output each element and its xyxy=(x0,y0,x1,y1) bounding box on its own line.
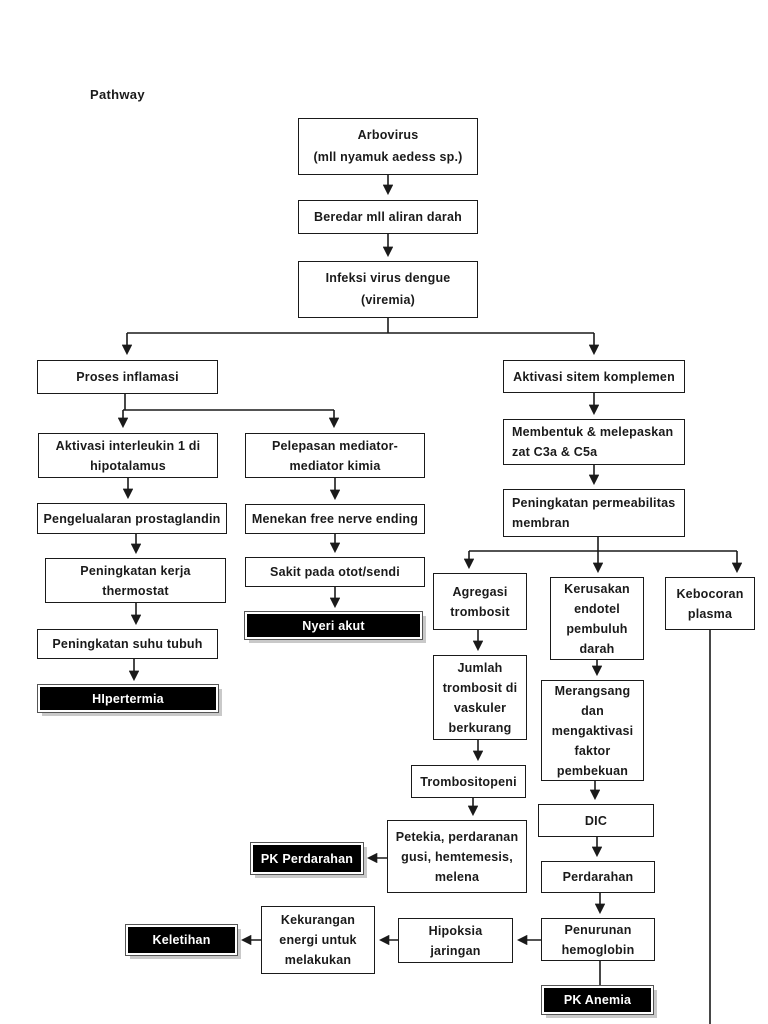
node-label-line: Aktivasi interleukin 1 di xyxy=(55,438,201,453)
node-label-line: Keletihan xyxy=(152,933,211,947)
node-label-line: Kekurangan xyxy=(280,913,356,927)
node-label-line: energi untuk xyxy=(279,933,357,947)
node-label-line: membran xyxy=(512,516,570,530)
node-label-line: Sakit pada otot/sendi xyxy=(270,565,400,579)
node-label-line: Arbovirus xyxy=(357,127,419,142)
node-label-line: Trombositopeni xyxy=(420,774,517,789)
node-label-line: Pengelualaran prostaglandin xyxy=(43,511,221,526)
node-nyeri-akut: Nyeri akut xyxy=(245,612,422,639)
node-label-line: PK Perdarahan xyxy=(260,851,354,866)
node-label-line: DIC xyxy=(584,813,608,828)
node-sakit-otot: Sakit pada otot/sendi xyxy=(245,557,425,587)
node-menekan-free-nerve: Menekan free nerve ending xyxy=(245,504,425,534)
node-infeksi: Infeksi virus dengue (viremia) xyxy=(298,261,478,318)
node-hipertermia: HIpertermia xyxy=(38,685,218,712)
node-pengeluaran-prostaglandin: Pengelualaran prostaglandin xyxy=(37,503,227,534)
node-label-line: Aktivasi sitem komplemen xyxy=(513,369,675,384)
node-merangsang-faktor: Merangsang dan mengaktivasi faktor pembe… xyxy=(541,680,644,781)
node-peningkatan-kerja-thermostat: Peningkatan kerja thermostat xyxy=(45,558,226,603)
node-peningkatan-permeabilitas: Peningkatan permeabilitas membran xyxy=(503,489,685,537)
node-label-line: PK Anemia xyxy=(563,993,632,1007)
node-kekurangan-energi: Kekurangan energi untuk melakukan xyxy=(261,906,375,974)
node-label-line: pembekuan xyxy=(556,763,629,778)
node-aktivasi-komplemen: Aktivasi sitem komplemen xyxy=(503,360,685,393)
node-label-line: vaskuler xyxy=(453,700,507,715)
node-label-line: melena xyxy=(434,869,480,884)
node-label-line: hipotalamus xyxy=(90,458,166,473)
node-agregasi-trombosit: Agregasi trombosit xyxy=(433,573,527,630)
node-label-line: HIpertermia xyxy=(92,691,164,706)
node-label-line: endotel xyxy=(574,601,620,616)
node-pk-anemia: PK Anemia xyxy=(542,986,653,1014)
node-penurunan-hemoglobin: Penurunan hemoglobin xyxy=(541,918,655,961)
node-kebocoran-plasma: Kebocoran plasma xyxy=(665,577,755,630)
node-label-line: Infeksi virus dengue xyxy=(325,270,451,285)
node-label-line: faktor xyxy=(574,743,611,758)
node-label-line: thermostat xyxy=(102,583,169,598)
node-hipoksia-jaringan: Hipoksia jaringan xyxy=(398,918,513,963)
node-proses-inflamasi: Proses inflamasi xyxy=(37,360,218,394)
node-label-line: Proses inflamasi xyxy=(76,370,179,384)
node-petekia: Petekia, perdaranan gusi, hemtemesis, me… xyxy=(387,820,527,893)
page-title: Pathway xyxy=(90,87,145,102)
node-label-line: trombosit di xyxy=(442,680,518,695)
node-label-line: Peningkatan kerja xyxy=(80,563,191,578)
node-label-line: Membentuk & melepaskan xyxy=(512,425,674,439)
node-label-line: melakukan xyxy=(284,953,352,967)
node-label-line: hemoglobin xyxy=(561,942,635,957)
node-peningkatan-suhu: Peningkatan suhu tubuh xyxy=(37,629,218,659)
node-beredar: Beredar mll aliran darah xyxy=(298,200,478,234)
node-label-line: Peningkatan suhu tubuh xyxy=(52,637,203,651)
node-label-line: Hipoksia xyxy=(428,923,483,938)
node-label-line: Kebocoran xyxy=(676,586,744,601)
node-label-line: Merangsang xyxy=(554,683,631,698)
node-kerusakan-endotel: Kerusakan endotel pembuluh darah xyxy=(550,577,644,660)
node-label-line: darah xyxy=(579,641,615,656)
node-label-line: mengaktivasi xyxy=(551,723,634,738)
node-membentuk-zat: Membentuk & melepaskan zat C3a & C5a xyxy=(503,419,685,465)
node-label-line: gusi, hemtemesis, xyxy=(401,849,513,864)
node-label-line: Beredar mll aliran darah xyxy=(314,210,462,224)
node-label-line: (viremia) xyxy=(361,293,415,308)
node-label-line: Pelepasan mediator- xyxy=(271,438,399,453)
node-arbovirus: Arbovirus (mll nyamuk aedess sp.) xyxy=(298,118,478,175)
node-keletihan: Keletihan xyxy=(126,925,237,955)
node-label-line: jaringan xyxy=(430,943,481,958)
node-label-line: Peningkatan permeabilitas xyxy=(512,496,676,510)
node-pelepasan-mediator: Pelepasan mediator- mediator kimia xyxy=(245,433,425,478)
node-label-line: zat C3a & C5a xyxy=(512,445,598,459)
node-label-line: (mll nyamuk aedess sp.) xyxy=(313,150,463,165)
node-label-line: pembuluh xyxy=(566,621,628,636)
node-pk-perdarahan: PK Perdarahan xyxy=(251,843,363,874)
node-label-line: Jumlah xyxy=(457,660,503,675)
node-label-line: Petekia, perdaranan xyxy=(395,829,519,844)
node-jumlah-trombosit: Jumlah trombosit di vaskuler berkurang xyxy=(433,655,527,740)
node-label-line: Penurunan xyxy=(564,922,632,937)
node-perdarahan: Perdarahan xyxy=(541,861,655,893)
node-label-line: Kerusakan xyxy=(564,581,630,596)
node-label-line: Agregasi xyxy=(452,584,508,599)
node-aktivasi-interleukin: Aktivasi interleukin 1 di hipotalamus xyxy=(38,433,218,478)
node-label-line: berkurang xyxy=(448,720,512,735)
node-dic: DIC xyxy=(538,804,654,837)
node-label-line: Perdarahan xyxy=(562,870,634,884)
node-trombositopeni: Trombositopeni xyxy=(411,765,526,798)
node-label-line: dan xyxy=(581,703,604,718)
node-label-line: trombosit xyxy=(450,604,510,619)
node-label-line: mediator kimia xyxy=(289,458,381,473)
node-label-line: Nyeri akut xyxy=(302,618,365,633)
node-label-line: Menekan free nerve ending xyxy=(251,512,419,526)
node-label-line: plasma xyxy=(687,606,733,621)
